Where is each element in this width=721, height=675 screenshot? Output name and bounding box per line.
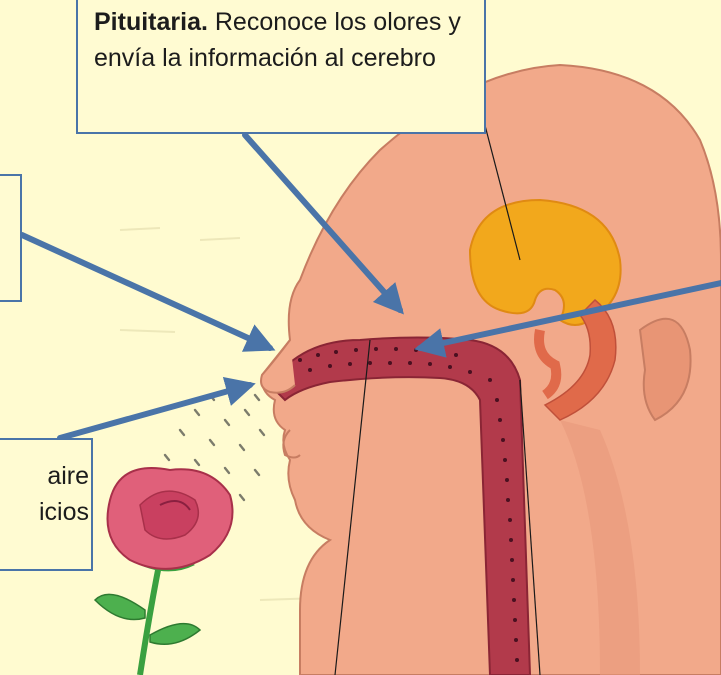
rose-leaf	[93, 593, 146, 621]
label-pituitaria: Pituitaria. Reconoce los olores y envía …	[76, 0, 486, 134]
arrow-bottom-box	[57, 377, 256, 441]
nose	[260, 339, 296, 394]
label-bottom-line-1: aire	[47, 462, 89, 490]
label-pituitaria-text: Reconoce los olores y envía la informaci…	[94, 8, 461, 72]
arrow-pituitaria	[242, 132, 404, 315]
pointer-arrows	[19, 132, 721, 441]
rose-leaf	[149, 622, 202, 645]
brainstem	[543, 298, 617, 421]
passage-dots	[298, 347, 519, 662]
brain	[468, 198, 622, 326]
ear	[638, 317, 692, 422]
label-pituitaria-title: Pituitaria.	[94, 8, 208, 36]
label-bottom-line-2: icios	[38, 498, 89, 526]
label-left-box	[0, 174, 22, 302]
label-bottom-left: aire icios	[0, 438, 93, 571]
arrow-left-box	[19, 232, 276, 352]
cerebellum-curve	[534, 329, 562, 400]
lips	[282, 429, 301, 459]
neck-shading	[560, 420, 640, 675]
arrow-right	[414, 280, 721, 358]
rose	[93, 467, 234, 675]
rose-stem	[137, 559, 163, 675]
